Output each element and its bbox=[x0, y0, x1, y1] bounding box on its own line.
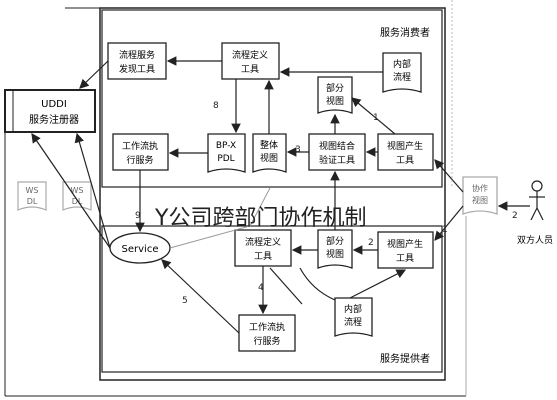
svg-text:DL: DL bbox=[72, 197, 83, 206]
svg-text:视图: 视图 bbox=[472, 195, 488, 205]
provider-internal-process-document: 内部 流程 bbox=[334, 297, 373, 337]
svg-text:部分: 部分 bbox=[326, 235, 344, 247]
view-merge-verify-tool-box: 视图结合 验证工具 bbox=[308, 133, 366, 171]
svg-text:UDDI: UDDI bbox=[41, 99, 67, 110]
svg-text:DL: DL bbox=[27, 197, 38, 206]
uddi-registry: UDDI 服务注册器 bbox=[4, 89, 96, 133]
svg-text:部分: 部分 bbox=[326, 82, 344, 94]
process-definition-tool-box: 流程定义 工具 bbox=[221, 42, 280, 80]
provider-partial-view-document: 部分 视图 bbox=[317, 229, 353, 269]
collaboration-view-document: 协作 视图 bbox=[462, 176, 498, 215]
internal-process-document: 内部 流程 bbox=[382, 52, 422, 93]
svg-text:工作流执: 工作流执 bbox=[249, 321, 285, 333]
svg-text:内部: 内部 bbox=[393, 58, 411, 70]
provider-view-generation-tool-box: 视图产生 工具 bbox=[377, 231, 434, 269]
svg-text:流程: 流程 bbox=[393, 71, 411, 83]
svg-text:流程服务: 流程服务 bbox=[119, 49, 155, 61]
svg-text:行服务: 行服务 bbox=[253, 335, 280, 347]
consumer-section bbox=[101, 9, 443, 188]
svg-text:协作: 协作 bbox=[472, 183, 488, 193]
provider-title: 服务提供者 bbox=[380, 352, 430, 365]
svg-text:工具: 工具 bbox=[396, 253, 414, 264]
outer-frame bbox=[99, 7, 446, 381]
service-label: Service bbox=[122, 244, 159, 255]
view-generation-tool-box: 视图产生 工具 bbox=[377, 133, 434, 171]
svg-text:视图: 视图 bbox=[326, 248, 344, 260]
svg-text:验证工具: 验证工具 bbox=[319, 154, 355, 166]
provider-process-definition-tool-box: 流程定义 工具 bbox=[234, 229, 292, 267]
step-number: 9 bbox=[135, 211, 141, 221]
consumer-title: 服务消费者 bbox=[380, 26, 430, 39]
step-number: 2 bbox=[512, 211, 518, 221]
svg-text:视图结合: 视图结合 bbox=[319, 140, 355, 152]
provider-workflow-service-box: 工作流执 行服务 bbox=[238, 314, 296, 352]
svg-text:WS: WS bbox=[26, 186, 39, 195]
actor-figure bbox=[529, 180, 545, 221]
svg-text:工具: 工具 bbox=[254, 251, 272, 262]
svg-text:视图: 视图 bbox=[326, 95, 344, 107]
svg-text:视图产生: 视图产生 bbox=[387, 238, 423, 250]
step-number: 1 bbox=[373, 113, 379, 123]
provider-section bbox=[101, 225, 443, 373]
svg-text:BP-X: BP-X bbox=[216, 141, 236, 151]
svg-text:视图产生: 视图产生 bbox=[387, 140, 423, 152]
svg-text:工具: 工具 bbox=[241, 64, 259, 75]
partial-view-document: 部分 视图 bbox=[317, 76, 353, 114]
step-number: 8 bbox=[213, 101, 219, 111]
wsdl-document: WS DL bbox=[17, 181, 47, 211]
svg-text:视图: 视图 bbox=[260, 152, 278, 164]
svg-text:内部: 内部 bbox=[344, 303, 362, 315]
svg-text:PDL: PDL bbox=[217, 154, 234, 164]
connectors bbox=[31, 56, 530, 334]
step-number: 5 bbox=[182, 296, 188, 306]
svg-text:行服务: 行服务 bbox=[126, 154, 153, 166]
diagram-caption: Y公司跨部门协作机制 bbox=[155, 206, 367, 231]
step-number: 1 bbox=[442, 225, 448, 235]
svg-text:流程定义: 流程定义 bbox=[232, 49, 268, 61]
step-number: 4 bbox=[258, 283, 264, 293]
svg-text:服务注册器: 服务注册器 bbox=[29, 113, 79, 126]
step-number: 2 bbox=[368, 238, 374, 248]
svg-text:工作流执: 工作流执 bbox=[122, 140, 158, 152]
workflow-service-box: 工作流执 行服务 bbox=[112, 133, 169, 171]
svg-text:整体: 整体 bbox=[260, 139, 278, 151]
actor-label: 双方人员 bbox=[517, 234, 553, 246]
svg-text:WS: WS bbox=[71, 186, 84, 195]
svg-text:流程: 流程 bbox=[344, 316, 362, 328]
service-discovery-tool-box: 流程服务 发现工具 bbox=[107, 42, 167, 80]
bpel-document: BP-X PDL bbox=[207, 133, 246, 173]
step-number: 3 bbox=[295, 145, 301, 155]
svg-text:流程定义: 流程定义 bbox=[245, 236, 281, 248]
svg-text:发现工具: 发现工具 bbox=[119, 63, 155, 75]
svg-text:工具: 工具 bbox=[396, 155, 414, 166]
full-view-document: 整体 视图 bbox=[252, 133, 287, 173]
